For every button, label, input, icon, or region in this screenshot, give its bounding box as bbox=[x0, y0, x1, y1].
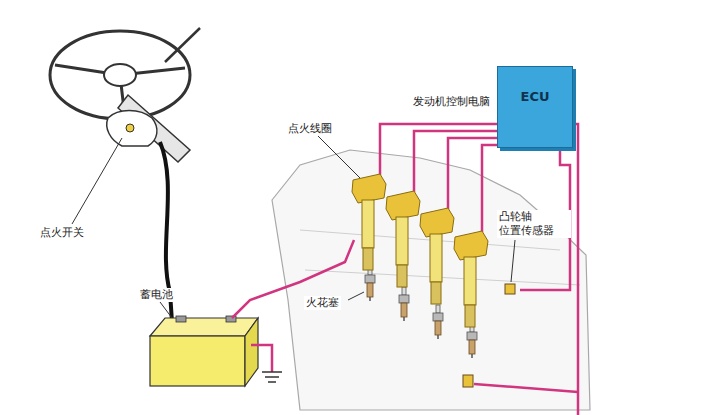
battery bbox=[150, 318, 258, 336]
coil-signal-wires bbox=[380, 124, 578, 415]
ecu-box: 发动机控制电脑ECU bbox=[497, 66, 573, 148]
part-label: 点火开关 bbox=[38, 226, 86, 240]
hand-with-key bbox=[107, 111, 157, 147]
part-label: 点火线圈 bbox=[286, 122, 334, 136]
engine-outline bbox=[272, 150, 590, 410]
part-label: 火花塞 bbox=[304, 296, 341, 310]
part-label: 凸轮轴 位置传感器 bbox=[497, 210, 571, 238]
crank-sensor bbox=[463, 375, 473, 387]
ecu-heading: 发动机控制电脑 bbox=[411, 95, 492, 109]
part-label: 蓄电池 bbox=[138, 288, 175, 302]
ecu-text: ECU bbox=[498, 89, 572, 104]
camshaft-sensor bbox=[505, 284, 515, 294]
power-wire bbox=[232, 240, 354, 318]
